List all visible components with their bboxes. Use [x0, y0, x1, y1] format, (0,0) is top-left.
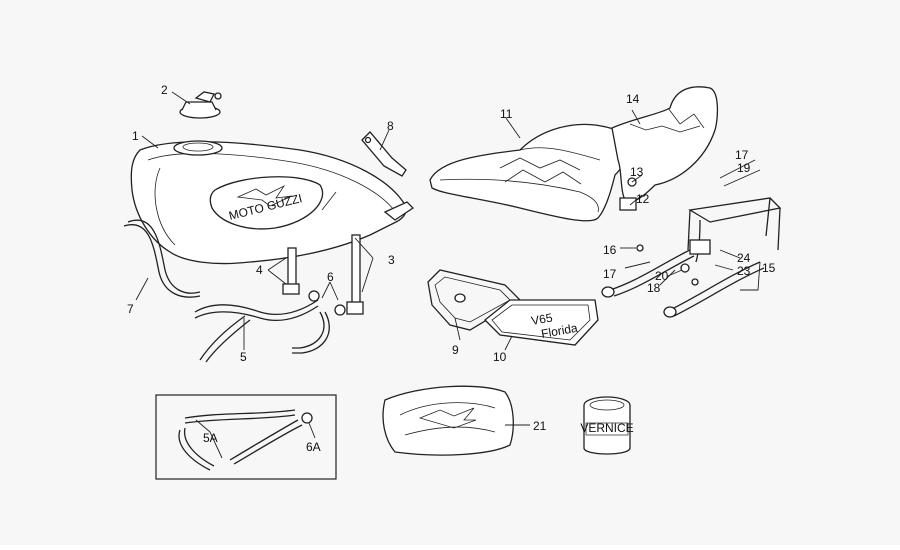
bracket [361, 131, 407, 177]
label-17-upper: 17 [735, 148, 749, 162]
label-16: 16 [603, 243, 617, 257]
label-12: 12 [636, 192, 650, 206]
label-9: 9 [452, 343, 459, 357]
fuel-tank: MOTO GUZZI [130, 140, 415, 265]
label-2: 2 [161, 83, 168, 97]
callout-labels: 1 2 3 4 5 6 7 8 9 10 11 12 13 14 15 16 1… [127, 83, 776, 454]
label-6a: 6A [306, 440, 321, 454]
side-cover-subtext: Florida [540, 321, 579, 341]
leader-lines [135, 91, 761, 459]
knee-rubber [123, 219, 201, 298]
fuel-hoses [194, 299, 330, 363]
label-5: 5 [240, 350, 247, 364]
luggage-rack [601, 197, 782, 318]
label-14: 14 [626, 92, 640, 106]
inset-box [155, 394, 337, 480]
fuel-taps [282, 234, 364, 316]
label-5a: 5A [203, 431, 218, 445]
label-10: 10 [493, 350, 507, 364]
label-15: 15 [762, 261, 776, 275]
dual-seat [429, 123, 631, 222]
label-17-lower: 17 [603, 267, 617, 281]
label-13: 13 [630, 165, 644, 179]
label-7: 7 [127, 302, 134, 316]
fuel-cap [179, 91, 222, 119]
side-cover-text: V65 [530, 310, 554, 328]
label-18: 18 [647, 281, 661, 295]
side-cover: V65 Florida [484, 299, 599, 346]
label-19: 19 [737, 161, 751, 175]
label-11: 11 [500, 107, 513, 121]
label-6: 6 [327, 270, 334, 284]
paint-can: VERNICE [580, 396, 634, 455]
label-20: 20 [655, 269, 669, 283]
label-23: 23 [737, 264, 751, 278]
tank-cover [382, 385, 514, 456]
label-4: 4 [256, 263, 263, 277]
label-8: 8 [387, 119, 394, 133]
label-21: 21 [533, 419, 547, 433]
label-1: 1 [132, 129, 139, 143]
label-3: 3 [388, 253, 395, 267]
label-24: 24 [737, 251, 751, 265]
paint-can-label: VERNICE [580, 421, 633, 435]
